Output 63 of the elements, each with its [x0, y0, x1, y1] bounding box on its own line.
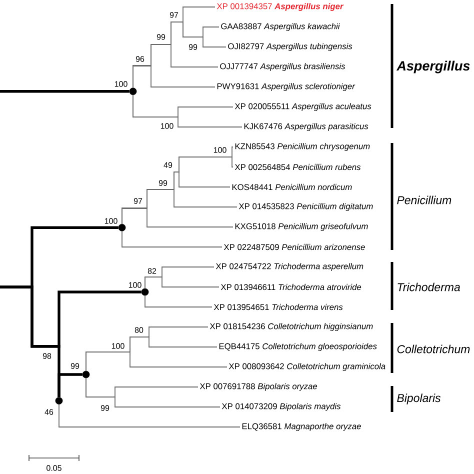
taxon-label: OJJ77747 Aspergillus brasiliensis — [220, 63, 346, 71]
bootstrap-value: 82 — [148, 268, 156, 274]
clade-name: Aspergillus — [396, 60, 470, 74]
taxon-label: XP 014073209 Bipolaris maydis — [222, 403, 341, 411]
taxon-label: XP 013946611 Trichoderma atroviride — [220, 284, 362, 290]
clade-name: Penicillium — [397, 196, 452, 204]
tree-branch — [122, 230, 222, 248]
taxon-label: XP 001394357 Aspergillus niger — [216, 3, 344, 11]
bootstrap-value: 99 — [100, 405, 110, 411]
tree-branch — [144, 276, 220, 289]
bootstrap-value: 80 — [134, 327, 144, 333]
taxon-label: XP 022487509 Penicillium arizonense — [224, 244, 365, 250]
bootstrap-value: 100 — [214, 147, 226, 153]
tree-branch — [0, 90, 130, 93]
bootstrap-value: 99 — [158, 180, 168, 186]
clade-name: Trichoderma — [398, 282, 460, 292]
bootstrap-value: 100 — [114, 81, 128, 87]
bootstrap-value: 96 — [136, 56, 144, 62]
taxon-label: EQB44175 Colletotrichum gloeosporioides — [219, 343, 377, 351]
bootstrap-value: 100 — [160, 123, 174, 129]
taxon-label: XP 014535823 Penicillium digitatum — [238, 203, 373, 211]
taxon-label: XP 024754722 Trichoderma asperellum — [216, 263, 364, 271]
taxon-label: KXG51018 Penicillium griseofulvum — [235, 223, 368, 231]
bootstrap-value: 99 — [188, 44, 198, 50]
taxon-label: XP 008093642 Colletotrichum graminicola — [228, 363, 386, 371]
tree-branch — [122, 208, 234, 228]
taxon-label: KZN85543 Penicillium chrysogenum — [235, 143, 370, 151]
bootstrap-value: 49 — [164, 162, 172, 168]
node-dot — [129, 88, 137, 96]
taxon-label: XP 013954651 Trichoderma virens — [214, 304, 343, 310]
taxon-label: PWY91631 Aspergillus sclerotioniger — [217, 83, 356, 91]
node-dot — [118, 224, 126, 232]
tree-branch — [144, 295, 212, 308]
bootstrap-value: 46 — [44, 409, 54, 415]
taxon-label: XP 018154236 Colletotrichum higginsianum — [210, 323, 373, 331]
bootstrap-value: 97 — [134, 198, 142, 204]
bootstrap-value: 100 — [104, 218, 118, 224]
clade-name: Bipolaris — [397, 394, 441, 404]
node-dot — [141, 288, 149, 296]
clade-name: Colletotrichum — [397, 344, 470, 354]
tree-branch — [86, 352, 228, 372]
taxon-label: XP 002564854 Penicillium rubens — [234, 164, 361, 170]
bootstrap-value: 99 — [70, 363, 80, 369]
node-dot — [82, 370, 90, 378]
taxon-label: KOS48441 Penicillium nordicum — [232, 184, 352, 190]
bootstrap-value: 99 — [156, 34, 166, 40]
taxon-label: ELQ36581 Magnaporthe oryzae — [242, 423, 361, 431]
taxon-label: XP 020055511 Aspergillus aculeatus — [234, 103, 372, 111]
tree-branch — [58, 404, 240, 428]
bootstrap-value: 98 — [42, 353, 52, 359]
node-dot — [55, 397, 63, 404]
taxon-label: XP 007691788 Bipolaris oryzae — [200, 383, 318, 391]
bootstrap-value: 100 — [112, 343, 124, 349]
tree-branch — [58, 373, 82, 398]
tree-branch — [132, 65, 216, 88]
bootstrap-value: 97 — [170, 12, 178, 18]
tree-branch — [132, 94, 242, 128]
taxon-label: KJK67476 Aspergillus parasiticus — [244, 123, 368, 131]
tree-branch — [86, 378, 220, 408]
taxon-label: GAA83887 Aspergillus kawachii — [221, 23, 340, 31]
bootstrap-value: 100 — [128, 282, 142, 288]
scale-label: 0.05 — [46, 465, 62, 471]
taxon-label: OJI82797 Aspergillus tubingensis — [228, 43, 352, 51]
